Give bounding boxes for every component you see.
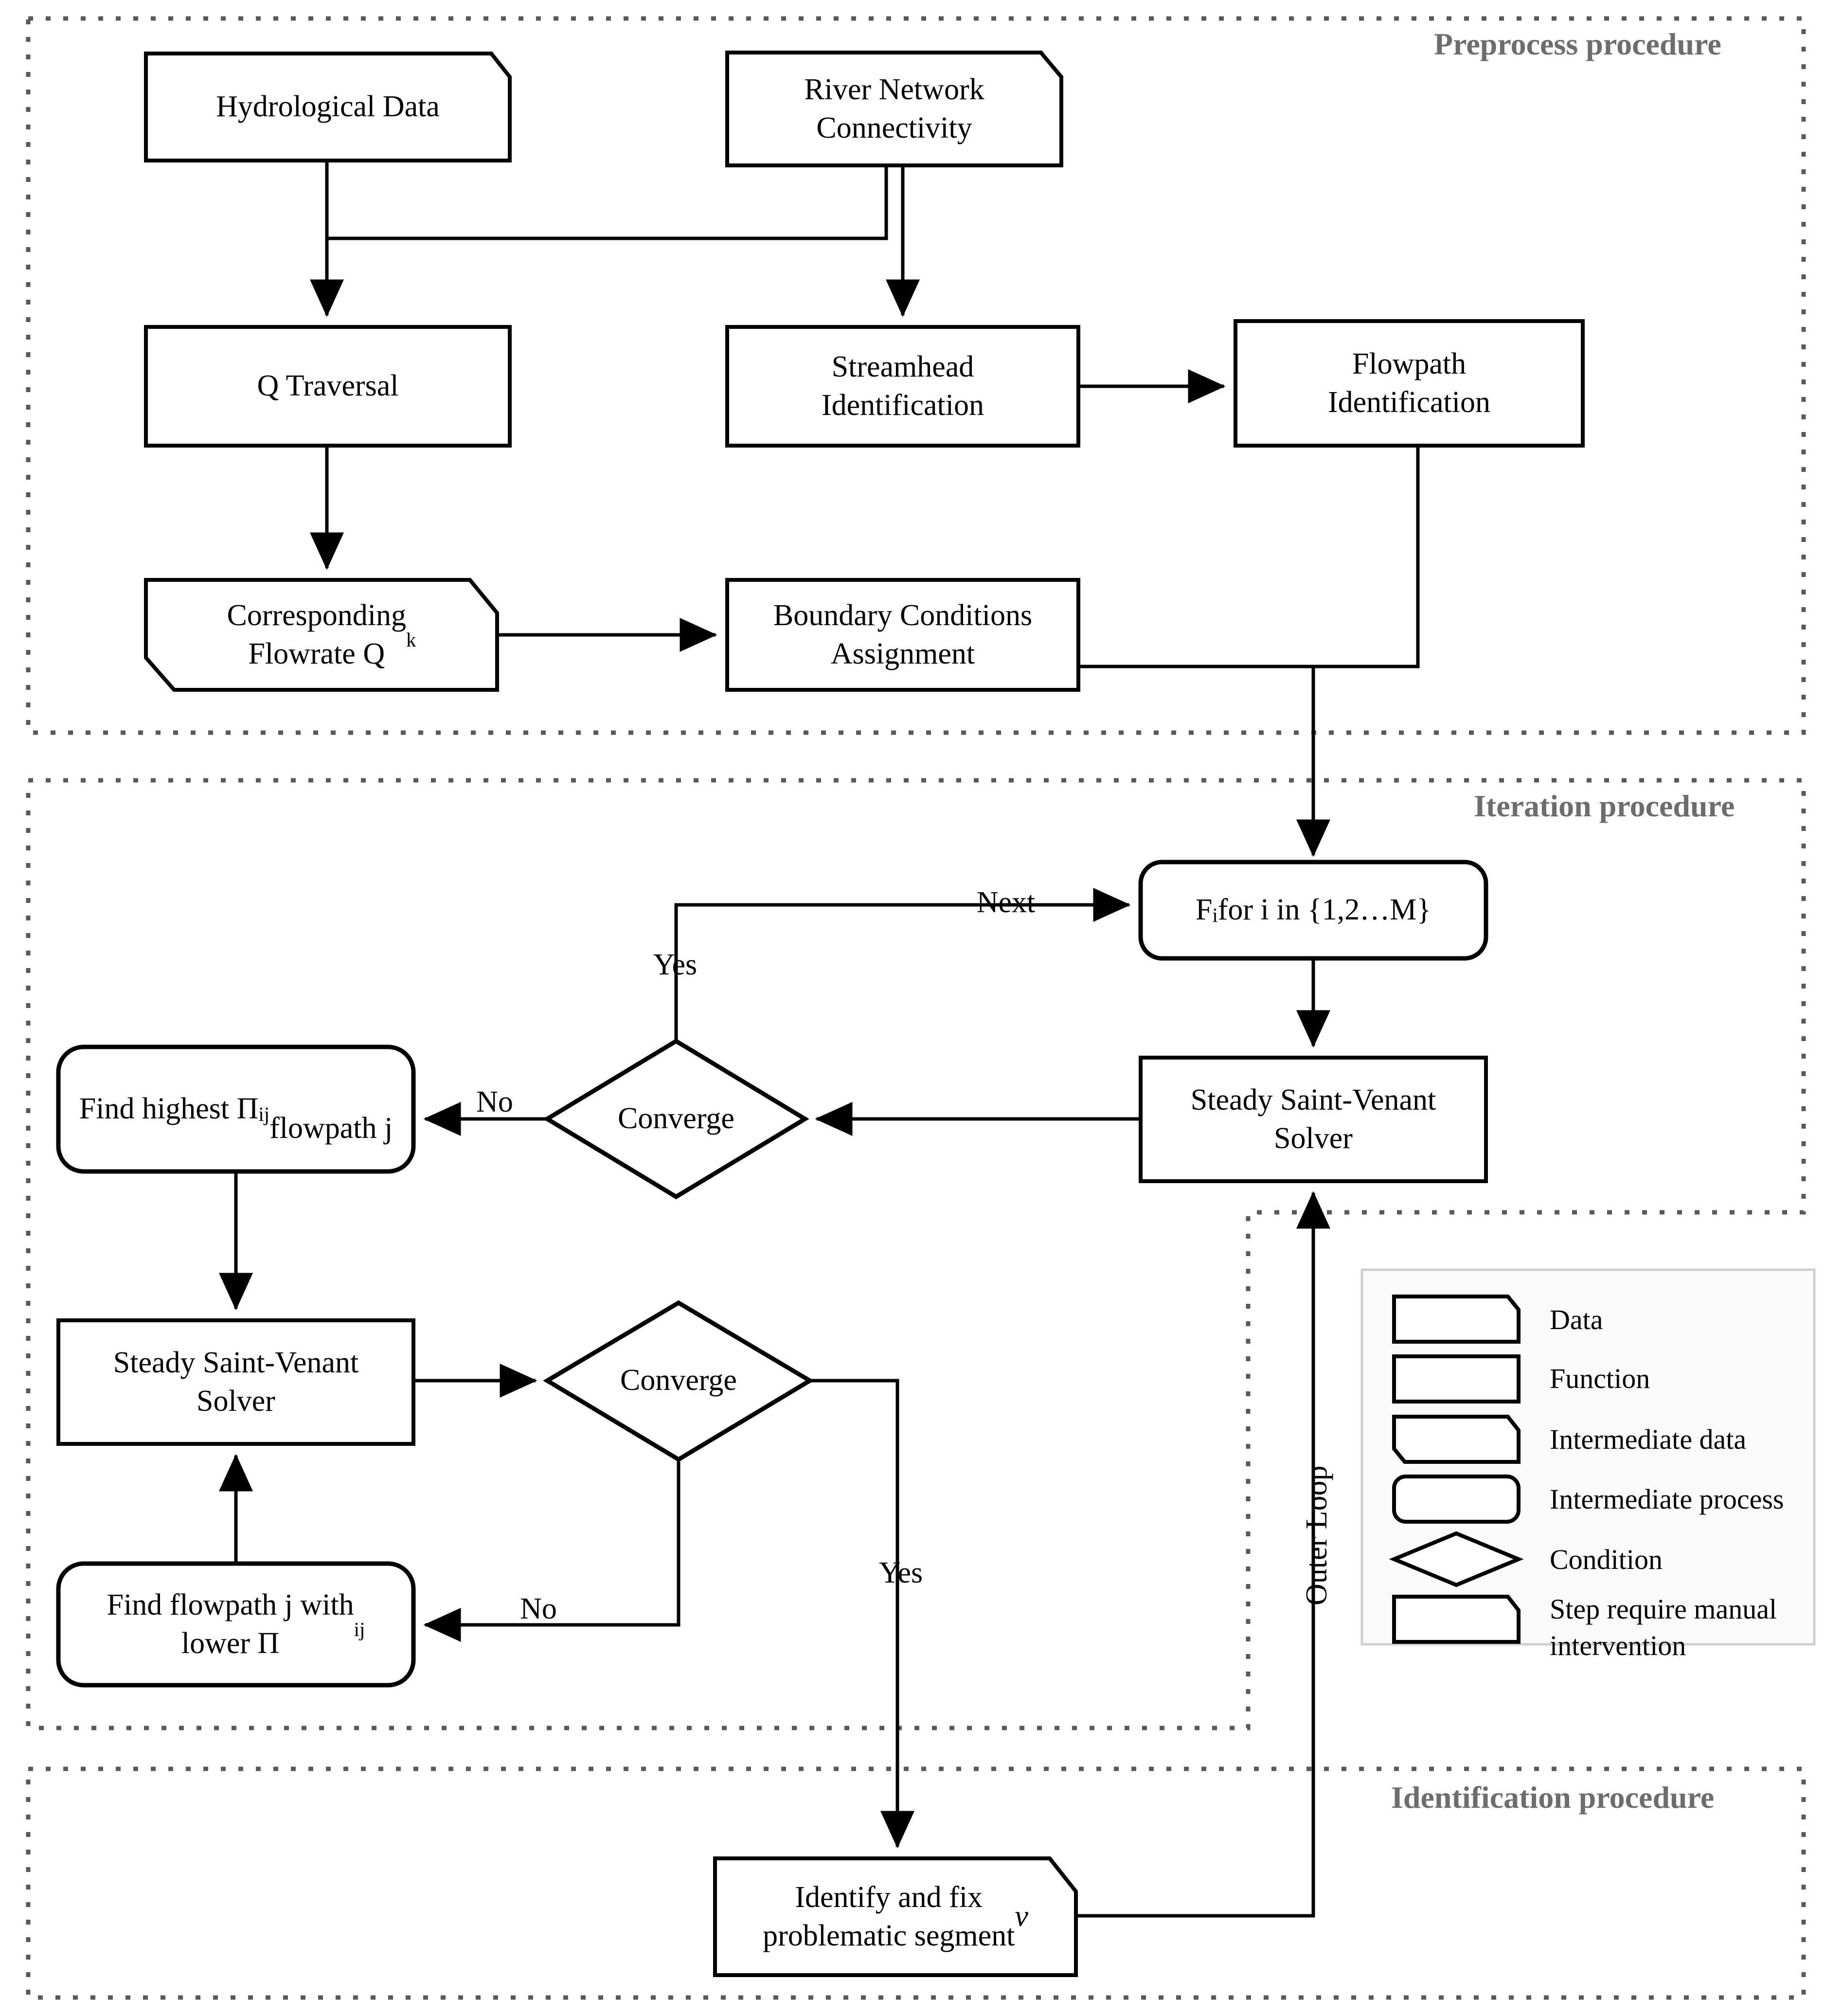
edge-label-no-1: No: [476, 1085, 513, 1118]
edge-label-next: Next: [976, 886, 1036, 919]
edge-label-yes-1: Yes: [653, 948, 698, 981]
node-label-solver-1: Steady Saint-Venant Solver: [1190, 1083, 1436, 1155]
node-shape-converge-2: [543, 1300, 814, 1462]
legend-label-intermediate-process: Intermediate process: [1550, 1483, 1784, 1515]
node-shape-solver-2: [56, 1318, 415, 1446]
node-shape-solver-1: [1139, 1056, 1488, 1183]
node-shape-river-network: [725, 51, 1063, 167]
node-shape-flowpath-id: [1234, 319, 1585, 448]
legend-label-manual-step: Step require manual intervention: [1550, 1593, 1777, 1662]
legend-glyph-function: [1392, 1354, 1521, 1404]
node-shape-corresponding-q: [144, 578, 499, 692]
node-label-q-traversal: Q Traversal: [257, 369, 399, 403]
node-label-f-loop-tail: for i in {1,2…M}: [1217, 893, 1431, 927]
node-label-boundary-cond: Boundary Conditions Assignment: [773, 598, 1033, 670]
edge-identify-outer-loop: [1076, 1191, 1330, 1918]
legend-label-data: Data: [1550, 1304, 1603, 1335]
legend-glyph-manual-step: [1392, 1595, 1521, 1644]
node-label-corresponding-q-text: Corresponding Flowrate Q: [227, 598, 407, 670]
node-shape-boundary-cond: [725, 578, 1080, 692]
node-label-identify-fix-italic: v: [1015, 1900, 1028, 1933]
node-label-find-highest-text: Find highest Π: [79, 1092, 259, 1126]
legend-glyph-condition: [1389, 1531, 1524, 1587]
node-label-hydro-data: Hydrological Data: [216, 90, 440, 124]
legend-glyph-data: [1392, 1295, 1521, 1344]
group-label-preprocess: Preprocess procedure: [1434, 27, 1721, 61]
edge-converge2-yes-to-identify: [810, 1379, 914, 1849]
node-label-f-loop-text: F: [1195, 893, 1213, 927]
node-label-converge-1: Converge: [618, 1102, 734, 1135]
node-label-solver-2: Steady Saint-Venant Solver: [113, 1346, 359, 1418]
node-label-find-highest-tail: flowpath j: [269, 1112, 393, 1145]
group-label-iteration: Iteration procedure: [1474, 789, 1735, 823]
node-shape-hydro-data: [144, 52, 512, 162]
node-label-find-lower-sub: ij: [354, 1619, 365, 1641]
group-label-identification: Identification procedure: [1391, 1780, 1715, 1815]
node-label-streamhead-id: Streamhead Identification: [822, 350, 984, 422]
node-label-find-highest-sub: ij: [258, 1103, 270, 1126]
node-shape-q-traversal: [144, 325, 512, 448]
edge-label-outer-loop: Outer Loop: [1300, 1465, 1333, 1605]
legend-label-function: Function: [1550, 1363, 1650, 1394]
edge-converge2-no-to-findlower: [423, 1459, 680, 1642]
legend-glyph-intermediate-process: [1392, 1475, 1521, 1524]
node-label-identify-fix-text: Identify and fix problematic segment: [763, 1880, 1015, 1952]
node-label-find-lower-text: Find flowpath j with lower Π: [107, 1588, 354, 1660]
edge-label-yes-2: Yes: [878, 1556, 923, 1589]
node-shape-identify-fix: [713, 1856, 1078, 1977]
edge-flowpath-to-floop: [1078, 446, 1420, 668]
edge-boundary-to-floop: [1078, 665, 1330, 857]
legend-glyph-intermediate-data: [1392, 1415, 1521, 1464]
node-label-identify-fix: Identify and fix problematic segment v: [715, 1858, 1076, 1975]
edge-river-to-qtraversal: [327, 165, 888, 240]
node-label-f-loop-sub: i: [1212, 904, 1218, 927]
node-label-corresponding-q-sub: k: [406, 629, 416, 651]
group-box-identification: [26, 1766, 1806, 2000]
node-label-river-network: River Network Connectivity: [804, 72, 984, 144]
node-label-converge-2: Converge: [620, 1364, 737, 1397]
legend-label-condition: Condition: [1550, 1544, 1663, 1575]
edge-label-no-2: No: [520, 1592, 557, 1625]
node-label-flowpath-id: Flowpath Identification: [1328, 347, 1490, 419]
edge-converge1-yes-to-floop: [674, 888, 1131, 1041]
legend-label-intermediate-data: Intermediate data: [1550, 1423, 1747, 1455]
